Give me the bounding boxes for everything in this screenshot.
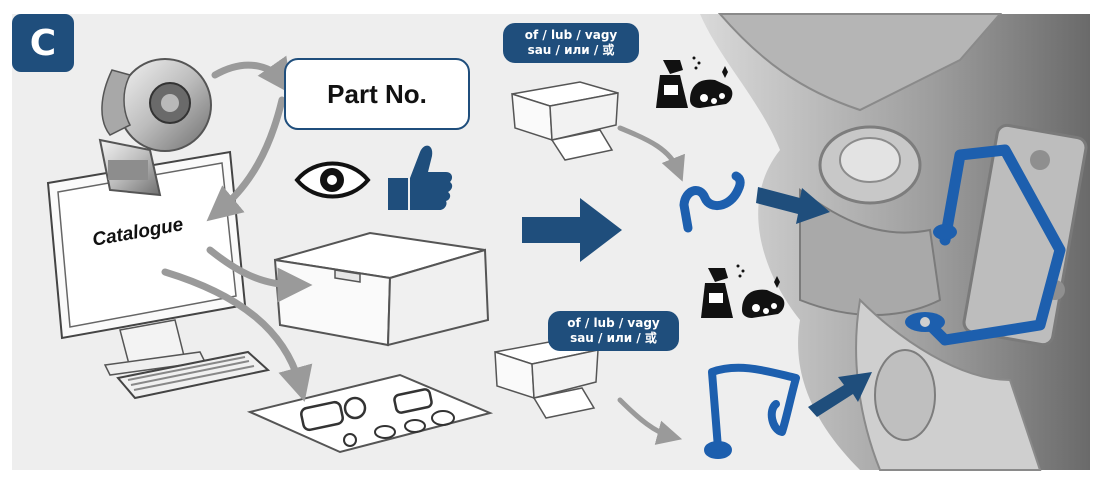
bubble-bottom-line2: sau / или / 或 — [558, 331, 669, 346]
bubble-bottom-line1: of / lub / vagy — [558, 316, 669, 331]
alternative-bubble-top: of / lub / vagy sau / или / 或 — [503, 23, 639, 63]
step-badge: C — [12, 14, 74, 72]
alternative-bubble-bottom: of / lub / vagy sau / или / 或 — [548, 311, 679, 351]
eye-icon — [297, 164, 368, 197]
bubble-top-line1: of / lub / vagy — [513, 28, 629, 43]
bubble-top-line2: sau / или / 或 — [513, 43, 629, 58]
step-label: C — [30, 23, 56, 64]
part-number-label: Part No. — [327, 79, 427, 110]
part-number-box: Part No. — [284, 58, 470, 130]
